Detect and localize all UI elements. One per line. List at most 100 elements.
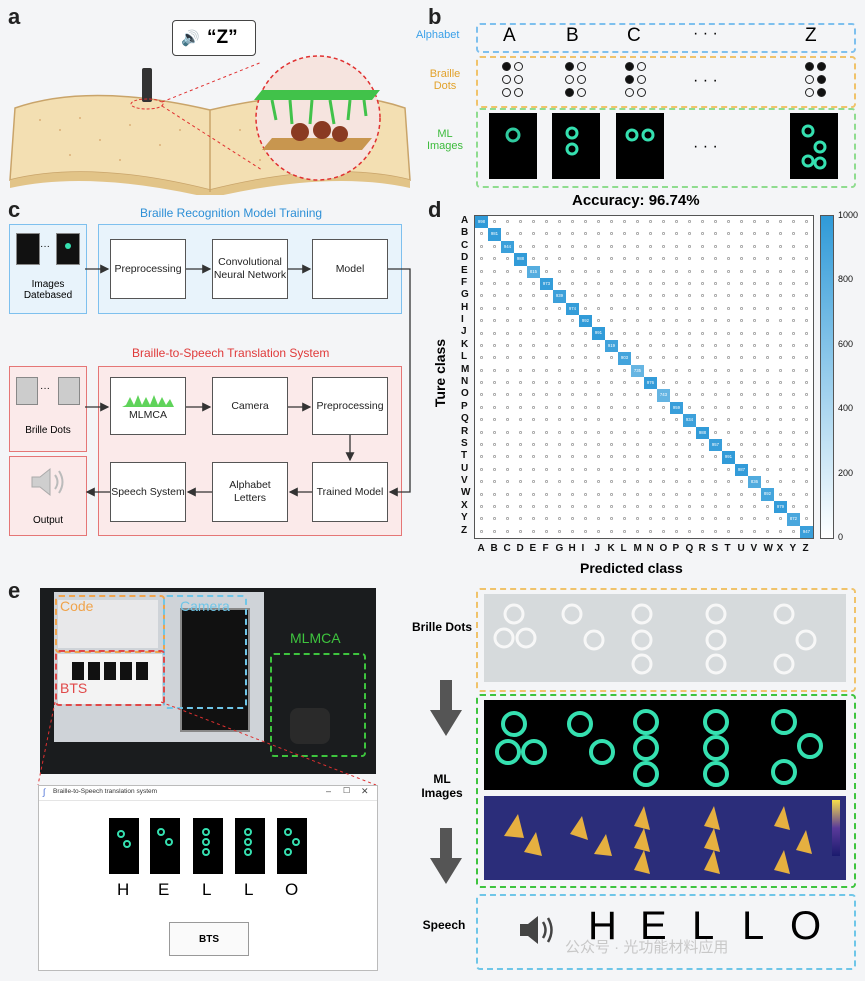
heatmap-cell: 0 bbox=[493, 503, 496, 509]
heatmap-cell: 0 bbox=[519, 503, 522, 509]
heatmap-cell: 0 bbox=[740, 330, 743, 336]
window-maximize-button[interactable]: ☐ bbox=[343, 786, 351, 795]
heatmap-cell: 0 bbox=[779, 219, 782, 225]
heatmap-cell: 0 bbox=[584, 305, 587, 311]
heatmap-cell: 0 bbox=[805, 491, 808, 497]
heatmap-cell: 0 bbox=[610, 429, 613, 435]
heatmap-cell-diagonal: 815 bbox=[527, 265, 540, 278]
heatmap-cell: 0 bbox=[701, 243, 704, 249]
heatmap-cell: 0 bbox=[610, 355, 613, 361]
heatmap-cell: 0 bbox=[558, 404, 561, 410]
heatmap-cell: 0 bbox=[649, 392, 652, 398]
braille-dot bbox=[565, 88, 574, 97]
heatmap-cell: 0 bbox=[597, 243, 600, 249]
heatmap-cell: 0 bbox=[480, 380, 483, 386]
heatmap-cell: 0 bbox=[701, 516, 704, 522]
heatmap-cell: 0 bbox=[792, 219, 795, 225]
heatmap-cell: 0 bbox=[597, 219, 600, 225]
heatmap-cell: 0 bbox=[805, 417, 808, 423]
heatmap-cell: 0 bbox=[532, 380, 535, 386]
heatmap-cell: 0 bbox=[571, 380, 574, 386]
heatmap-cell: 0 bbox=[675, 243, 678, 249]
heatmap-cell: 0 bbox=[701, 392, 704, 398]
heatmap-cell: 0 bbox=[597, 305, 600, 311]
braille-dot bbox=[637, 62, 646, 71]
watermark: 公众号 · 光功能材料应用 bbox=[565, 939, 729, 956]
heatmap-cell: 0 bbox=[675, 442, 678, 448]
y-tick-label: Z bbox=[461, 524, 468, 536]
alphabet-ellipsis: · · · bbox=[693, 25, 718, 42]
heatmap-cell: 0 bbox=[506, 491, 509, 497]
heatmap-cell: 0 bbox=[480, 454, 483, 460]
heatmap-cell: 0 bbox=[675, 367, 678, 373]
heatmap-cell: 0 bbox=[545, 380, 548, 386]
heatmap-cell: 0 bbox=[779, 479, 782, 485]
window-close-button[interactable]: ✕ bbox=[361, 786, 369, 796]
heatmap-cell: 0 bbox=[532, 454, 535, 460]
bts-button[interactable]: BTS bbox=[169, 922, 249, 956]
heatmap-cell: 0 bbox=[662, 268, 665, 274]
y-tick-label: W bbox=[461, 487, 471, 499]
heatmap-cell: 0 bbox=[493, 330, 496, 336]
heatmap-cell: 0 bbox=[493, 256, 496, 262]
heatmap-cell: 0 bbox=[545, 466, 548, 472]
heatmap-cell: 0 bbox=[597, 417, 600, 423]
heatmap-cell: 0 bbox=[740, 429, 743, 435]
translation-preprocessing-box: Preprocessing bbox=[312, 377, 388, 435]
heatmap-cell-diagonal: 981 bbox=[488, 228, 501, 241]
heatmap-cell: 0 bbox=[532, 429, 535, 435]
colorbar-tick: 600 bbox=[838, 338, 854, 349]
heatmap-cell: 0 bbox=[506, 528, 509, 534]
x-tick-label: B bbox=[490, 543, 498, 554]
heatmap-cell: 0 bbox=[753, 219, 756, 225]
heatmap-cell: 0 bbox=[649, 268, 652, 274]
heatmap-cell: 0 bbox=[480, 429, 483, 435]
heatmap-cell-diagonal: 973 bbox=[540, 277, 553, 291]
heatmap-cell: 0 bbox=[753, 442, 756, 448]
alphabet-letter-c: C bbox=[627, 25, 641, 46]
heatmap-cell: 0 bbox=[480, 268, 483, 274]
heatmap-cell: 0 bbox=[766, 268, 769, 274]
heatmap-cell: 0 bbox=[610, 404, 613, 410]
heatmap-cell: 0 bbox=[597, 293, 600, 299]
heatmap-cell: 0 bbox=[623, 380, 626, 386]
heatmap-cell: 0 bbox=[480, 479, 483, 485]
heatmap-cell: 0 bbox=[623, 219, 626, 225]
heatmap-cell: 0 bbox=[727, 293, 730, 299]
x-tick-label: I bbox=[581, 543, 585, 554]
y-tick-label: F bbox=[461, 276, 468, 288]
braille-dot bbox=[625, 62, 634, 71]
alphabet-letters-box: Alphabet Letters bbox=[212, 462, 288, 522]
window-minimize-button[interactable]: – bbox=[326, 786, 332, 796]
heatmap-cell: 0 bbox=[779, 466, 782, 472]
heatmap-cell: 0 bbox=[792, 392, 795, 398]
heatmap-cell: 0 bbox=[584, 219, 587, 225]
heatmap-cell: 0 bbox=[753, 243, 756, 249]
heatmap-cell: 0 bbox=[753, 454, 756, 460]
heatmap-cell: 0 bbox=[792, 281, 795, 287]
heatmap-cell: 0 bbox=[558, 392, 561, 398]
heatmap-cell: 0 bbox=[753, 466, 756, 472]
heatmap-cell: 0 bbox=[649, 442, 652, 448]
heatmap-cell: 0 bbox=[662, 429, 665, 435]
mlmca-overlay-label: MLMCA bbox=[290, 630, 341, 646]
heatmap-cell: 0 bbox=[558, 528, 561, 534]
heatmap-cell: 0 bbox=[662, 293, 665, 299]
y-tick-label: T bbox=[461, 450, 468, 462]
panel-label-e: e bbox=[8, 578, 21, 603]
heatmap-cell: 0 bbox=[584, 528, 587, 534]
y-tick-label: Y bbox=[461, 512, 468, 524]
heatmap-cell: 0 bbox=[792, 231, 795, 237]
heatmap-cell: 0 bbox=[597, 528, 600, 534]
heatmap-cell: 0 bbox=[558, 342, 561, 348]
heatmap-cell: 0 bbox=[740, 293, 743, 299]
x-tick-label: O bbox=[659, 543, 668, 554]
heatmap-cell: 0 bbox=[649, 454, 652, 460]
heatmap-cell: 0 bbox=[571, 479, 574, 485]
heatmap-cell: 0 bbox=[688, 380, 691, 386]
heatmap-cell: 0 bbox=[597, 268, 600, 274]
heatmap-cell: 0 bbox=[649, 293, 652, 299]
heatmap-cell: 0 bbox=[636, 479, 639, 485]
heatmap-cell: 0 bbox=[727, 330, 730, 336]
heatmap-cell: 0 bbox=[597, 281, 600, 287]
